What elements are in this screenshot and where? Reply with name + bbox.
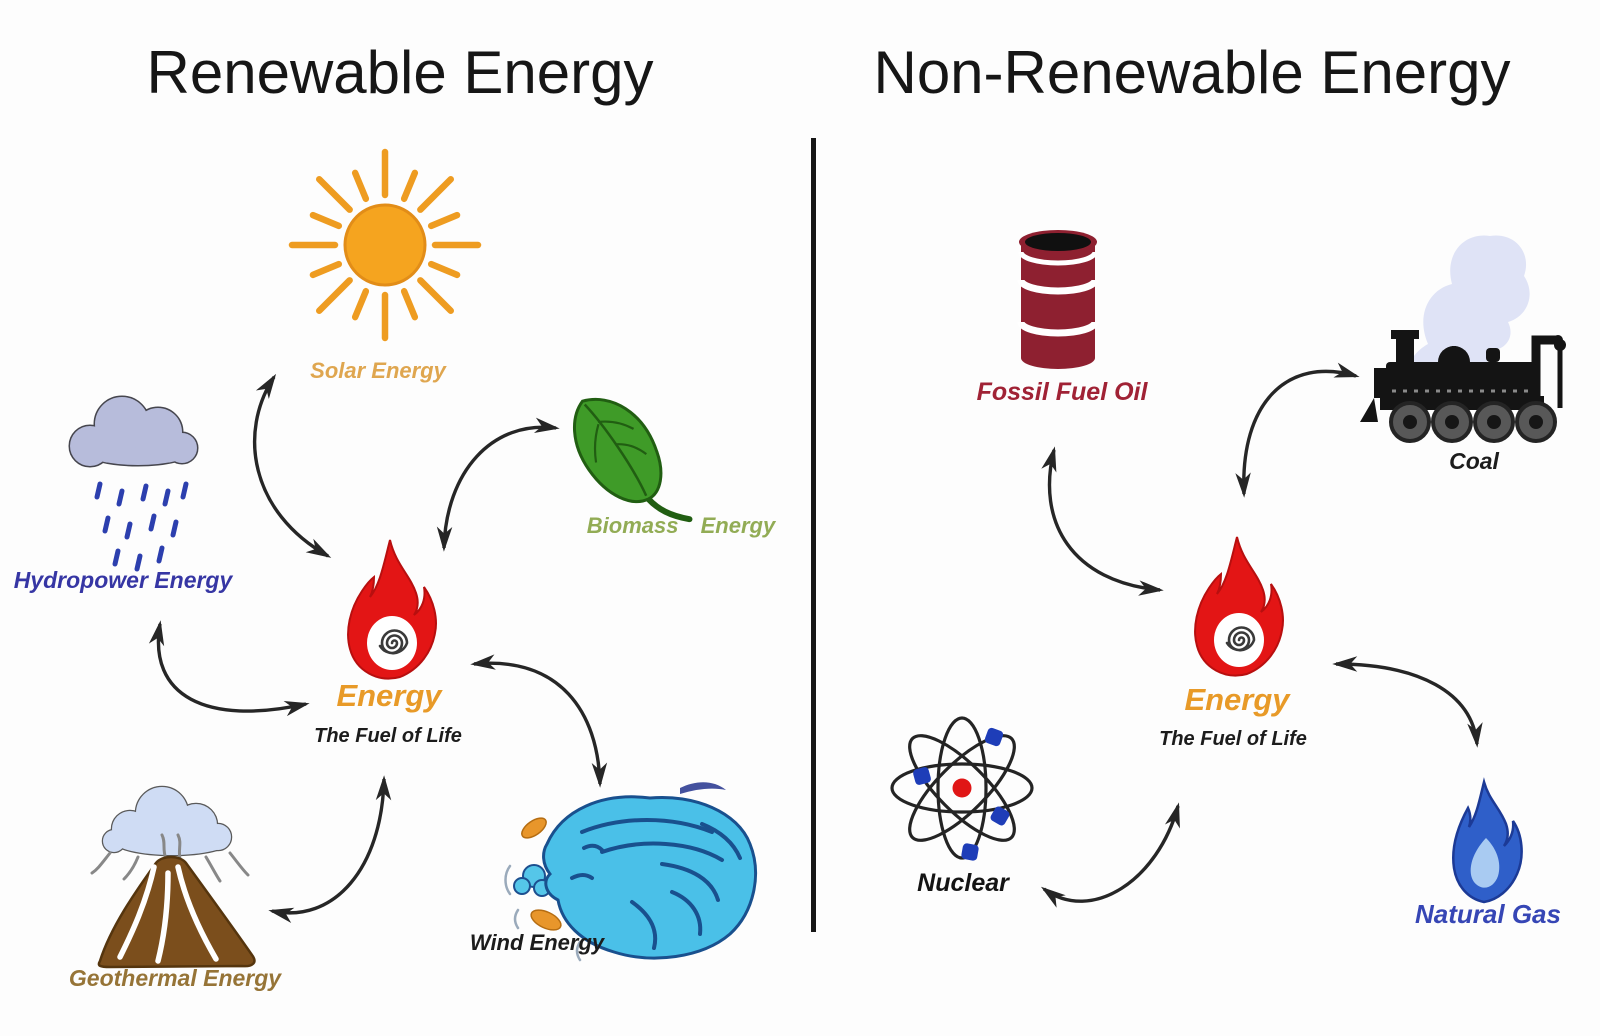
flame-icon-left [346, 538, 438, 680]
fuel-of-life-label-left: The Fuel of Life [314, 725, 462, 747]
train-smoke [1408, 235, 1530, 392]
arrow-hydro-energy [148, 620, 310, 717]
energy-label-left: Energy [336, 678, 442, 713]
wind-energy-label: Wind Energy [469, 930, 605, 955]
flame-icon-right [1193, 535, 1285, 677]
fuel-of-life-label-right: The Fuel of Life [1159, 728, 1307, 750]
gas-flame-icon [1452, 777, 1523, 904]
right-panel-title: Non-Renewable Energy [873, 39, 1511, 106]
energy-label-right: Energy [1184, 682, 1290, 717]
geothermal-energy-label: Geothermal Energy [68, 965, 282, 991]
biomass-energy-label: Biomass Energy [586, 513, 776, 538]
leaf-icon [572, 398, 693, 523]
arrow-nuclear-energy [1040, 802, 1180, 908]
arrow-solar-energy [252, 373, 332, 558]
arrow-naturalgas-energy [1332, 656, 1483, 748]
hydropower-energy-label: Hydropower Energy [13, 567, 233, 593]
rain-drops [94, 481, 189, 572]
natural-gas-label: Natural Gas [1415, 899, 1561, 929]
left-panel-title: Renewable Energy [146, 39, 654, 106]
solar-energy-label: Solar Energy [310, 358, 446, 383]
arrow-geothermal-energy [268, 775, 392, 923]
divider-line [811, 138, 816, 932]
nuclear-label: Nuclear [917, 869, 1009, 897]
oil-barrel-icon [1017, 230, 1099, 369]
arrow-coal-energy [1235, 362, 1360, 498]
sun-icon [288, 148, 482, 342]
volcano-icon [90, 785, 256, 969]
train-icon [1360, 235, 1566, 443]
arrow-biomass-energy [436, 417, 560, 552]
atom-icon [890, 716, 1034, 861]
coal-label: Coal [1449, 448, 1499, 474]
arrow-fossil-energy [1041, 446, 1164, 596]
rain-cloud-icon [68, 395, 199, 572]
wind-face-icon [504, 782, 757, 962]
arrow-wind-energy [470, 654, 608, 788]
fossil-fuel-oil-label: Fossil Fuel Oil [976, 378, 1148, 406]
